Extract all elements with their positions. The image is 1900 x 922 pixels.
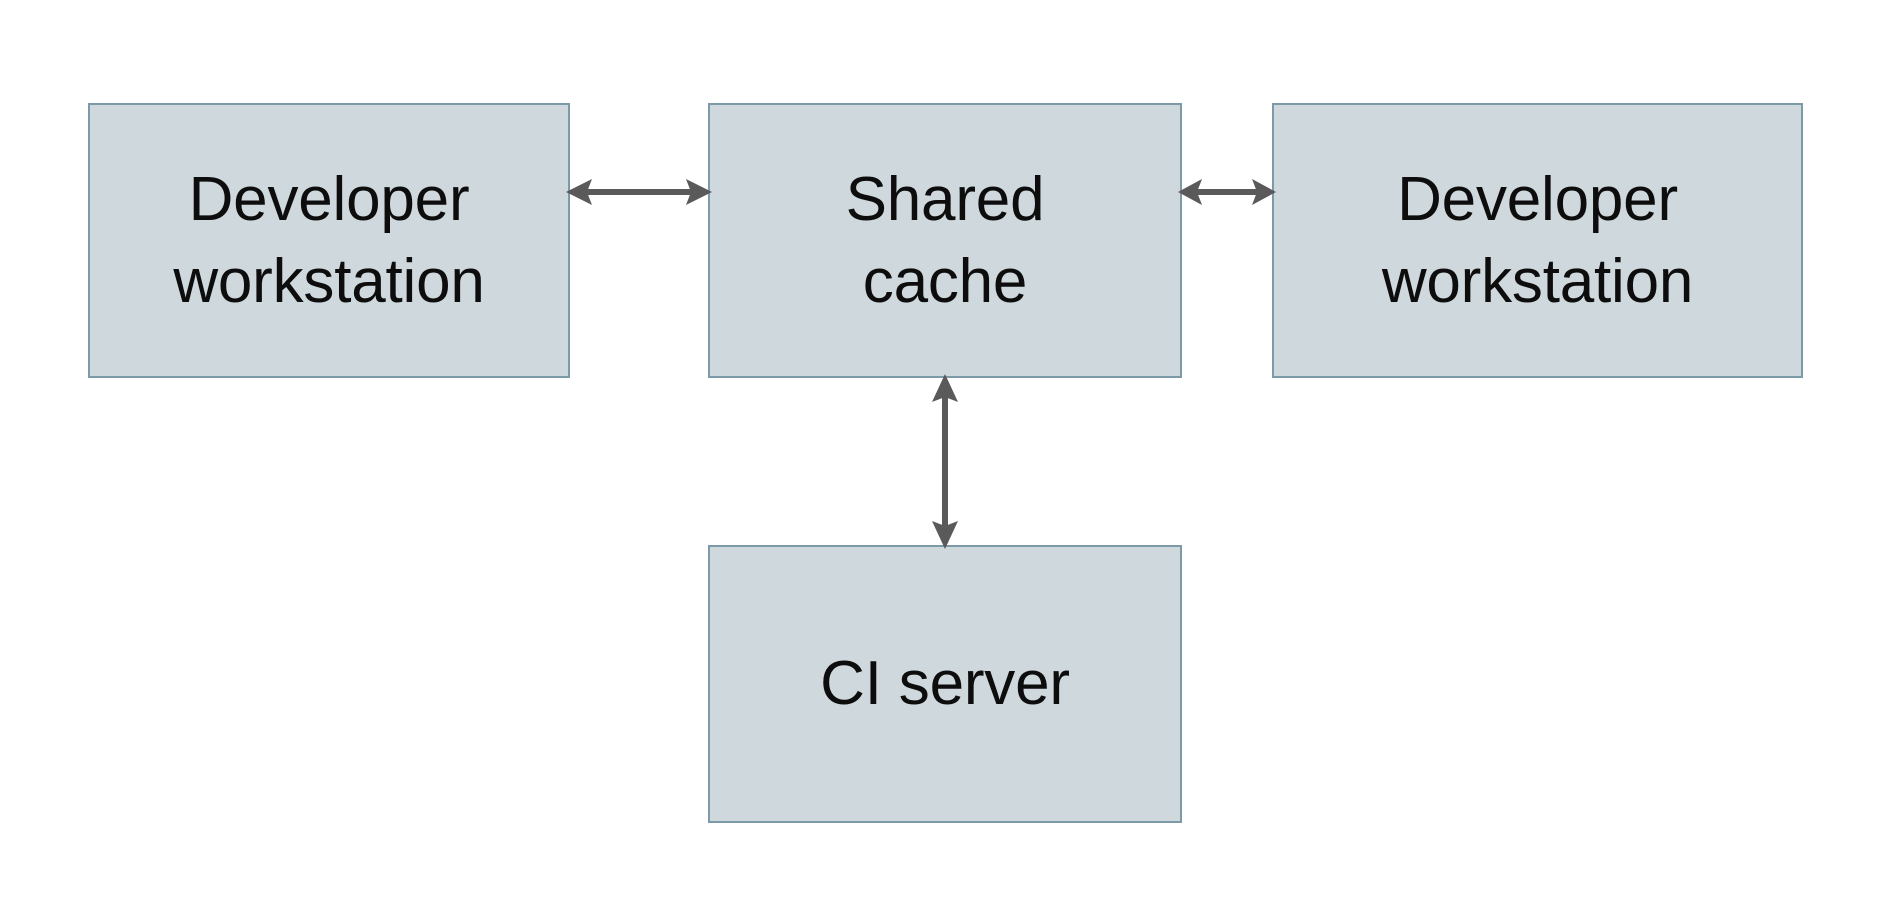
edge-shared-cache-to-developer-workstation-right: [1178, 172, 1276, 212]
double-arrow-horizontal-icon: [566, 179, 712, 205]
node-label-ci-server: CI server: [820, 649, 1070, 719]
node-developer-workstation-right[interactable]: Developer workstation: [1272, 103, 1803, 378]
double-arrow-vertical-icon: [932, 374, 958, 549]
node-label-shared-cache: Shared cache: [845, 164, 1045, 316]
node-developer-workstation-left[interactable]: Developer workstation: [88, 103, 570, 378]
node-label-developer-workstation-right: Developer workstation: [1381, 164, 1694, 316]
node-label-developer-workstation-left: Developer workstation: [173, 164, 485, 316]
node-shared-cache[interactable]: Shared cache: [708, 103, 1182, 378]
edge-developer-workstation-left-to-shared-cache: [566, 172, 712, 212]
double-arrow-horizontal-icon: [1178, 179, 1276, 205]
node-ci-server[interactable]: CI server: [708, 545, 1182, 823]
edge-shared-cache-to-ci-server: [925, 374, 965, 549]
